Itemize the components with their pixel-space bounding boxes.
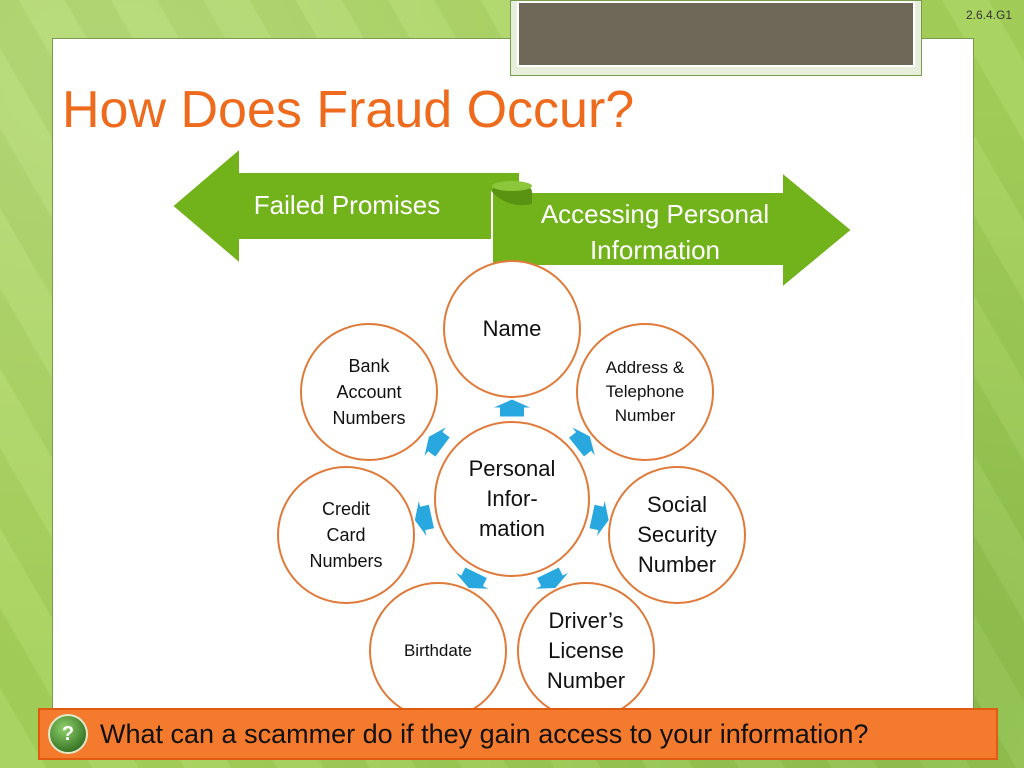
arrow-scroll-top	[492, 181, 532, 191]
failed-promises-label: Failed Promises	[253, 189, 441, 220]
accessing-info-label: Accessing Personal Information	[540, 199, 770, 265]
question-bar: ? What can a scammer do if they gain acc…	[38, 708, 998, 760]
title-decoration-plate	[510, 0, 922, 76]
circle-social-security	[608, 466, 746, 604]
circle-credit-card	[277, 466, 415, 604]
title-decoration-inner	[517, 1, 915, 67]
circle-birthdate	[369, 582, 507, 720]
circle-address-telephone	[576, 323, 714, 461]
question-mark-icon: ?	[48, 714, 88, 754]
connector-arrow-credit-card	[414, 500, 434, 537]
connector-arrow-name	[494, 399, 530, 417]
connector-arrow-social-security	[589, 500, 609, 537]
connector-arrow-birthdate	[455, 567, 489, 589]
circle-bank-account	[300, 323, 438, 461]
slide-number: 2.6.4.G1	[965, 8, 1012, 22]
slide-title: How Does Fraud Occur?	[62, 81, 635, 139]
question-text: What can a scammer do if they gain acces…	[100, 718, 869, 749]
connector-arrow-address-telephone	[569, 427, 595, 457]
center-circle-personal-information	[434, 421, 590, 577]
circle-drivers-license	[517, 582, 655, 720]
connector-arrow-drivers-license	[535, 567, 569, 589]
connector-arrow-bank-account	[424, 427, 450, 457]
circle-name	[443, 260, 581, 398]
accessing-info-arrow	[491, 169, 854, 291]
